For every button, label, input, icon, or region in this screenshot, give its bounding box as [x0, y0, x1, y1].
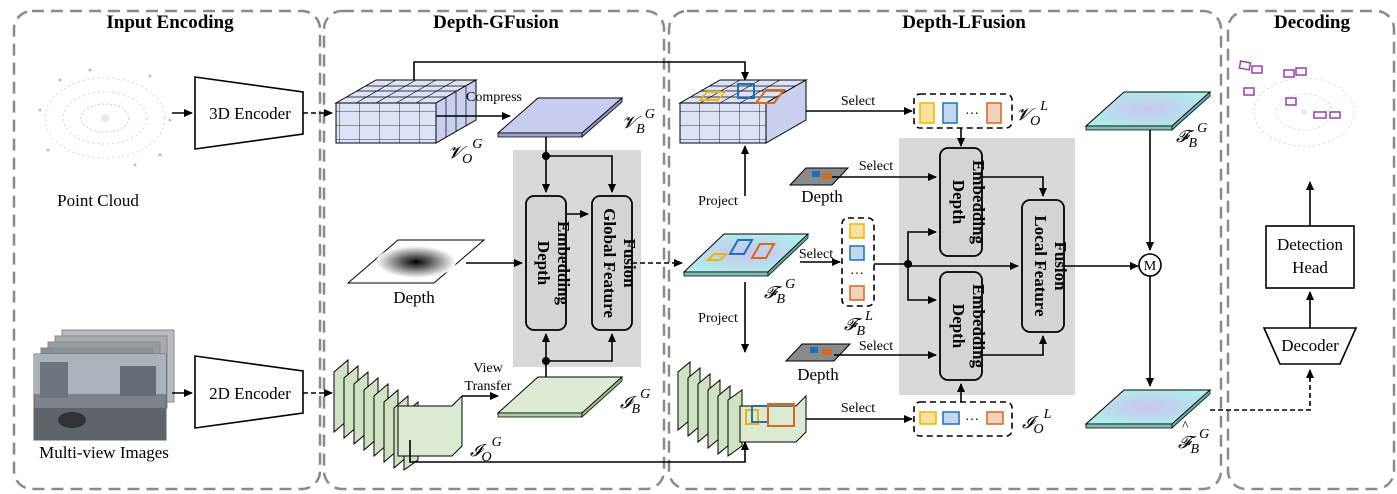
depth-embedding-local-top: Depth Embedding [939, 147, 988, 257]
voxel-feature-local [678, 79, 808, 144]
symbol-f-bl: 𝓕BL [844, 309, 873, 339]
encoder-3d: 3D Encoder [194, 76, 304, 150]
final-bev [1084, 389, 1212, 429]
symbol-f-bg: 𝓕BG [764, 277, 795, 307]
arrow-img-skip [409, 440, 749, 463]
image-features-local [677, 360, 807, 457]
lff-label-1: Local Feature [1031, 215, 1050, 317]
roi-voxel-local: ··· [913, 93, 1013, 129]
image-features-global [333, 358, 463, 471]
section-title-input-encoding: Input Encoding [106, 12, 234, 33]
point-cloud-label: Point Cloud [57, 191, 139, 210]
roi-bev-dots: ··· [850, 267, 864, 282]
section-title-depth-gfusion: Depth-GFusion [433, 12, 559, 33]
detection-head-label-1: Detection [1277, 235, 1344, 254]
de-bot-label-1: Depth [949, 304, 968, 349]
voxel-feature-global [334, 79, 478, 144]
gff-label-2: Fusion [620, 238, 639, 288]
select-top-label: Select [841, 94, 875, 109]
lff-label-2: Fusion [1051, 241, 1070, 291]
encoder-2d-label: 2D Encoder [209, 384, 291, 403]
depth-label-local-bottom: Depth [797, 365, 839, 384]
bev-camera-global [496, 376, 624, 418]
select-depth-top-label: Select [859, 159, 893, 174]
encoder-2d: 2D Encoder [194, 355, 304, 429]
detection-head: Detection Head [1265, 225, 1355, 289]
global-feature-fusion: Global Feature Fusion [591, 195, 639, 331]
de-top-label-1: Depth [949, 180, 968, 225]
fused-bev-global [682, 233, 810, 277]
depth-map-global [346, 239, 486, 284]
detection-head-label-2: Head [1292, 258, 1328, 277]
arrow-de-top-to-lff [982, 176, 1047, 197]
symbol-i-bg: 𝓘BG [620, 387, 650, 417]
depth-embedding-global-label-2: Embedding [554, 221, 573, 306]
arrow-cam-to-gff [546, 333, 616, 362]
depth-embedding-global-label-1: Depth [534, 241, 553, 286]
depth-label-local-top: Depth [801, 187, 843, 206]
de-top-label-2: Embedding [969, 160, 988, 245]
line-final-to-decoder [1210, 372, 1311, 411]
select-depth-bottom-label: Select [859, 339, 893, 354]
section-title-decoding: Decoding [1274, 12, 1351, 33]
global-bev-output [1084, 91, 1212, 131]
merge-label: M [1144, 259, 1157, 274]
select-mid-label: Select [799, 247, 833, 262]
symbol-f-bg-top: 𝓕BG [1176, 121, 1207, 151]
depth-map-local-top [788, 167, 850, 186]
roi-bev-local: ··· [841, 217, 875, 307]
compress-label: Compress [466, 90, 522, 105]
symbol-v-ol: 𝓥OL [1016, 99, 1048, 129]
multi-view-images [33, 329, 175, 441]
detection-output-image [1238, 60, 1355, 147]
select-bottom-label: Select [841, 401, 875, 416]
arrow-junction-to-de-top [907, 228, 937, 264]
arrow-de-bot-to-lff [982, 335, 1047, 356]
arrow-voxel-skip [413, 61, 749, 81]
depth-embedding-local-bottom: Depth Embedding [939, 271, 988, 381]
roi-image-dots: ··· [965, 413, 979, 428]
project-top-label: Project [698, 194, 738, 209]
multi-view-label: Multi-view Images [39, 443, 169, 462]
roi-image-local: ··· [913, 401, 1013, 437]
de-bot-label-2: Embedding [969, 284, 988, 369]
merge-node: M [1138, 253, 1162, 277]
symbol-i-ol: 𝓘OL [1022, 407, 1052, 437]
decoder: Decoder [1262, 327, 1358, 365]
gff-label-1: Global Feature [600, 208, 619, 318]
roi-voxel-dots: ··· [965, 107, 979, 122]
local-feature-fusion: Local Feature Fusion [1021, 199, 1070, 333]
bev-lidar-global [496, 97, 624, 138]
symbol-i-og: 𝓘OG [470, 435, 502, 465]
symbol-v-bg: 𝓥BG [622, 107, 655, 137]
hat-symbol: ^ [1182, 419, 1189, 434]
decoder-label: Decoder [1281, 336, 1339, 355]
depth-map-local-bottom [784, 343, 852, 362]
transfer-label: Transfer [465, 379, 512, 394]
depth-embedding-global: Depth Embedding [525, 195, 573, 331]
encoder-3d-label: 3D Encoder [209, 104, 291, 123]
section-boxes [12, 9, 1396, 491]
view-label: View [473, 361, 503, 376]
project-bottom-label: Project [698, 311, 738, 326]
section-title-depth-lfusion: Depth-LFusion [902, 12, 1026, 33]
depth-label-global: Depth [393, 288, 435, 307]
arrow-to-gff [546, 155, 616, 193]
point-cloud-image [38, 68, 172, 167]
arrow-junction-to-de-bottom [907, 264, 937, 304]
symbol-v-og: 𝓥OG [448, 137, 482, 167]
